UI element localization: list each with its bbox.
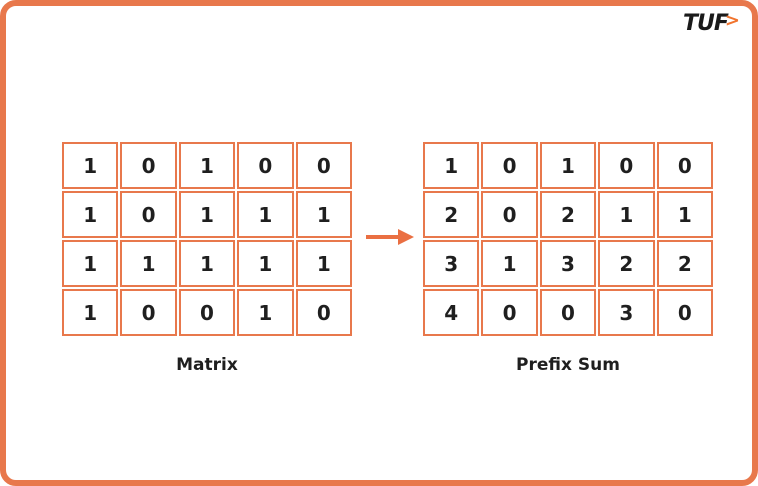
tuf-logo: TUF> <box>683 10 740 36</box>
matrix-cell: 0 <box>656 142 713 189</box>
matrix-cell: 3 <box>423 240 480 287</box>
matrix-cell: 1 <box>62 289 119 336</box>
matrix-cell: 0 <box>295 289 352 336</box>
matrix-cell: 0 <box>481 289 538 336</box>
matrix-cell: 0 <box>178 289 236 336</box>
matrix-cell: 4 <box>423 289 480 336</box>
matrix-label: Matrix <box>176 355 238 375</box>
matrix-cell: 0 <box>481 142 538 189</box>
matrix-cell: 0 <box>237 142 294 189</box>
matrix-cell: 0 <box>539 289 597 336</box>
matrix-cell: 1 <box>598 191 655 238</box>
matrix-cell: 1 <box>178 191 236 238</box>
matrix-cell: 1 <box>62 191 119 238</box>
matrix-cell: 1 <box>178 240 236 287</box>
matrix-cell: 1 <box>295 240 352 287</box>
matrix-cell: 0 <box>120 142 177 189</box>
matrix-cell: 3 <box>539 240 597 287</box>
matrix-cell: 0 <box>120 191 177 238</box>
matrix-cell: 1 <box>539 142 597 189</box>
matrix-cell: 1 <box>237 191 294 238</box>
matrix-cell: 0 <box>481 191 538 238</box>
matrix-cell: 1 <box>481 240 538 287</box>
matrix-cell: 0 <box>598 142 655 189</box>
matrix-cell: 0 <box>656 289 713 336</box>
matrix-cell: 1 <box>237 289 294 336</box>
matrix-cell: 2 <box>598 240 655 287</box>
right-arrow-icon <box>366 229 414 245</box>
matrix-cell: 1 <box>656 191 713 238</box>
matrix-cell: 1 <box>62 142 119 189</box>
matrix-cell: 0 <box>295 142 352 189</box>
matrix-cell: 2 <box>423 191 480 238</box>
matrix-cell: 1 <box>295 191 352 238</box>
matrix-cell: 1 <box>120 240 177 287</box>
matrix-cell: 1 <box>423 142 480 189</box>
matrix-cell: 0 <box>120 289 177 336</box>
matrix-cell: 2 <box>539 191 597 238</box>
matrix-cell: 2 <box>656 240 713 287</box>
matrix-cell: 1 <box>62 240 119 287</box>
chevron-right-icon: > <box>724 10 740 31</box>
matrix-cell: 1 <box>178 142 236 189</box>
matrix-cell: 3 <box>598 289 655 336</box>
tuf-logo-text: TUF <box>683 11 729 36</box>
prefix-sum-label: Prefix Sum <box>516 355 620 375</box>
matrix-cell: 1 <box>237 240 294 287</box>
